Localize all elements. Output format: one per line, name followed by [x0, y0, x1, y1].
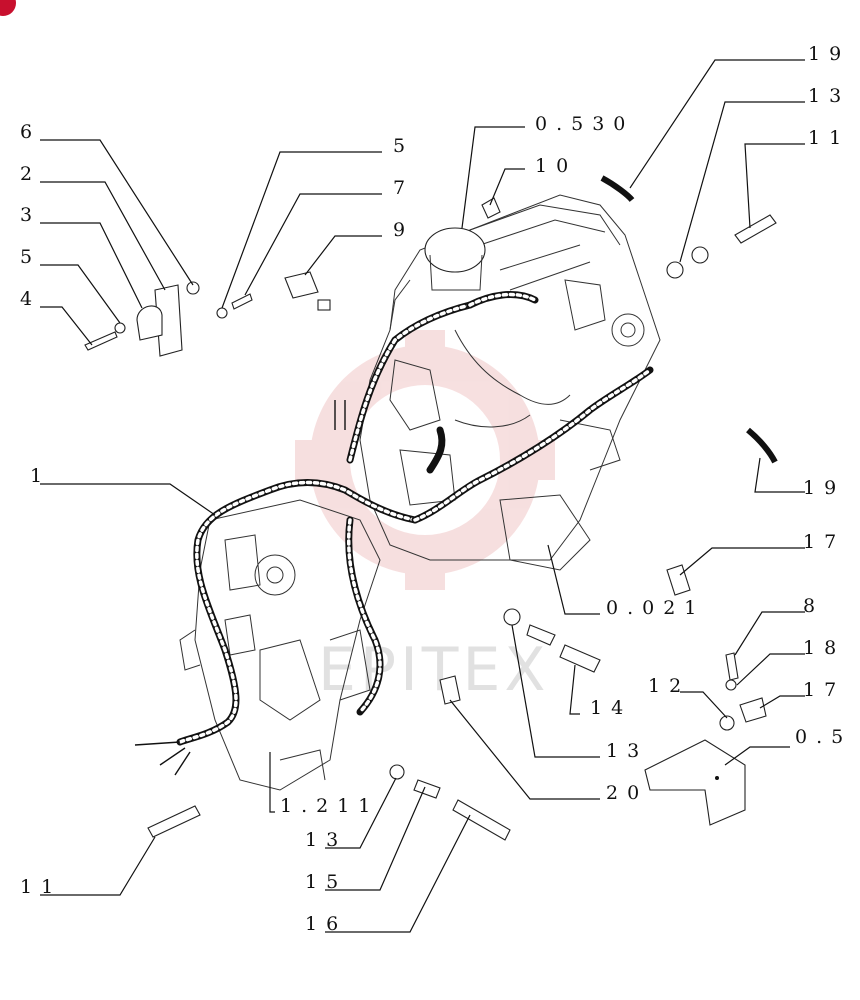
wiring-harness	[134, 291, 654, 776]
engine-illustration	[359, 194, 661, 571]
label-5-left: 5	[20, 246, 41, 268]
label-4: 4	[20, 288, 41, 310]
label-15: 15	[305, 871, 347, 893]
watermark-text: EPITEX	[318, 635, 549, 705]
part-sensor-14	[503, 608, 601, 673]
part-bolt-8	[719, 652, 767, 731]
label-14: 14	[590, 697, 632, 719]
label-2: 2	[20, 163, 41, 185]
part-bracket-0-5	[644, 739, 746, 826]
label-17-right: 17	[803, 531, 845, 553]
leader-lines	[40, 59, 805, 933]
part-pressure-switch-9	[284, 271, 331, 311]
label-0-021: 0.021	[606, 597, 705, 619]
label-6: 6	[20, 121, 41, 143]
corner-badge	[0, 0, 16, 16]
label-7: 7	[393, 177, 414, 199]
label-19-right: 19	[803, 477, 845, 499]
label-8: 8	[803, 595, 824, 617]
label-0-530: 0.530	[535, 113, 634, 135]
label-9: 9	[393, 219, 414, 241]
part-sensor-16	[389, 764, 511, 841]
label-18: 18	[803, 637, 845, 659]
part-sensor-10	[481, 197, 501, 219]
label-5-top: 5	[393, 135, 414, 157]
label-16: 16	[305, 913, 347, 935]
part-clip-19-right	[746, 427, 778, 464]
part-clamp-17-right	[666, 564, 691, 596]
label-12: 12	[648, 675, 690, 697]
label-11-bottom: 11	[20, 876, 62, 898]
label-20: 20	[606, 782, 648, 804]
label-19-top: 19	[808, 43, 850, 65]
label-3: 3	[20, 204, 41, 226]
label-1-211: 1.211	[280, 795, 379, 817]
part-sensor-11-top	[666, 214, 777, 279]
label-13-top: 13	[808, 85, 850, 107]
label-13-bottom: 13	[305, 829, 347, 851]
gearbox-illustration	[179, 499, 381, 791]
label-1: 1	[30, 465, 51, 487]
callout-labels: 6 2 3 5 4 5 7 9 0.530 10 19 13 11 1 19 1…	[20, 43, 852, 935]
part-clip-19-top	[600, 175, 635, 203]
label-11-top: 11	[808, 127, 850, 149]
label-17-lower: 17	[803, 679, 845, 701]
part-sensor-11-bottom	[147, 805, 201, 838]
label-10: 10	[535, 155, 577, 177]
label-0-5: 0.5	[795, 726, 852, 748]
part-clamp-bracket	[84, 281, 253, 357]
part-clamp-20	[439, 675, 461, 705]
label-13-mid: 13	[606, 740, 648, 762]
